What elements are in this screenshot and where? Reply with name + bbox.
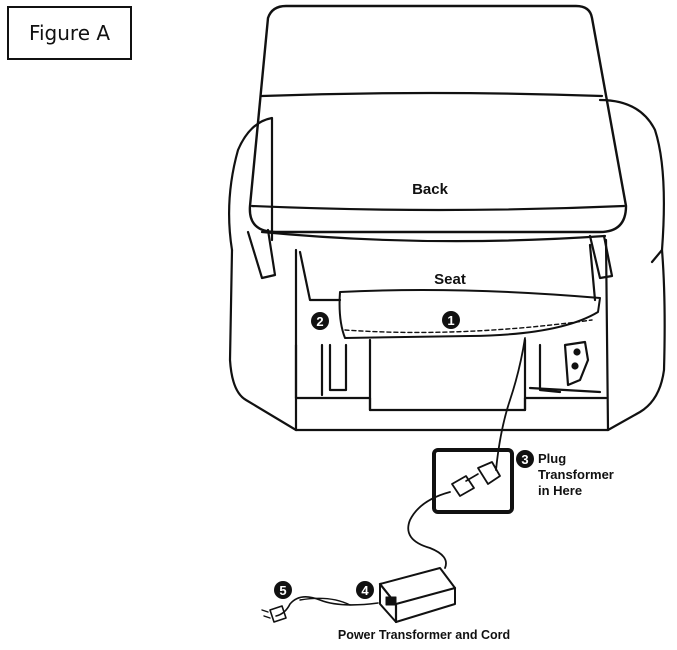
plug-label-line2: Transformer <box>538 467 614 482</box>
badge-1: 1 <box>442 311 460 329</box>
badge-3: 3 <box>516 450 534 468</box>
svg-text:2: 2 <box>316 314 323 329</box>
seat <box>338 289 601 339</box>
badge-2: 2 <box>311 312 329 330</box>
svg-text:5: 5 <box>279 583 286 598</box>
wall-cord <box>275 596 379 617</box>
svg-text:3: 3 <box>521 452 528 467</box>
back-label: Back <box>412 181 449 198</box>
power-transformer <box>379 567 456 623</box>
wall-plug <box>269 605 287 623</box>
badge-4: 4 <box>356 581 374 599</box>
plug-label-line3: in Here <box>538 483 582 498</box>
left-arm <box>227 116 274 252</box>
plug-highlight-box <box>432 448 514 514</box>
right-arm <box>598 98 665 264</box>
seat-label: Seat <box>434 271 466 288</box>
badge-5: 5 <box>274 581 292 599</box>
backrest <box>248 4 628 234</box>
svg-text:4: 4 <box>361 583 369 598</box>
svg-text:1: 1 <box>447 313 454 328</box>
transformer-caption: Power Transformer and Cord <box>338 628 510 642</box>
plug-label-line1: Plug <box>538 451 566 466</box>
figure-label: Figure A <box>7 6 132 60</box>
